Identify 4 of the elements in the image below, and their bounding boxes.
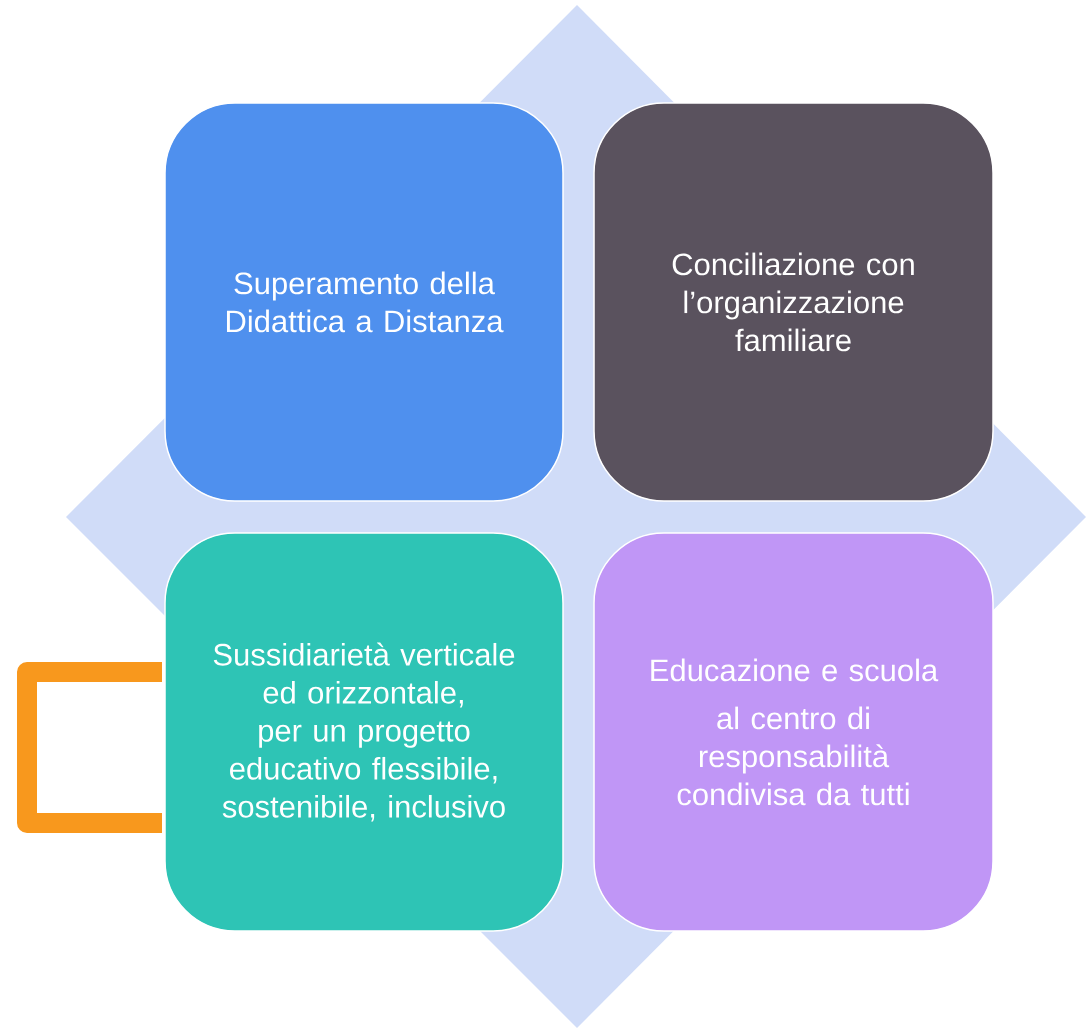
rounded-box: Superamento della Didattica a Distanza: [164, 102, 564, 502]
rounded-box: Conciliazione con l’organizzazione familiare: [593, 102, 994, 502]
rounded-box: Educazione e scuola al centro di responsabilità condivisa da tutti: [593, 532, 994, 932]
rounded-box: Sussidiarietà verticale ed orizzontale, per un progetto educativo flessibile, sostenibile, inclusivo: [164, 532, 564, 932]
